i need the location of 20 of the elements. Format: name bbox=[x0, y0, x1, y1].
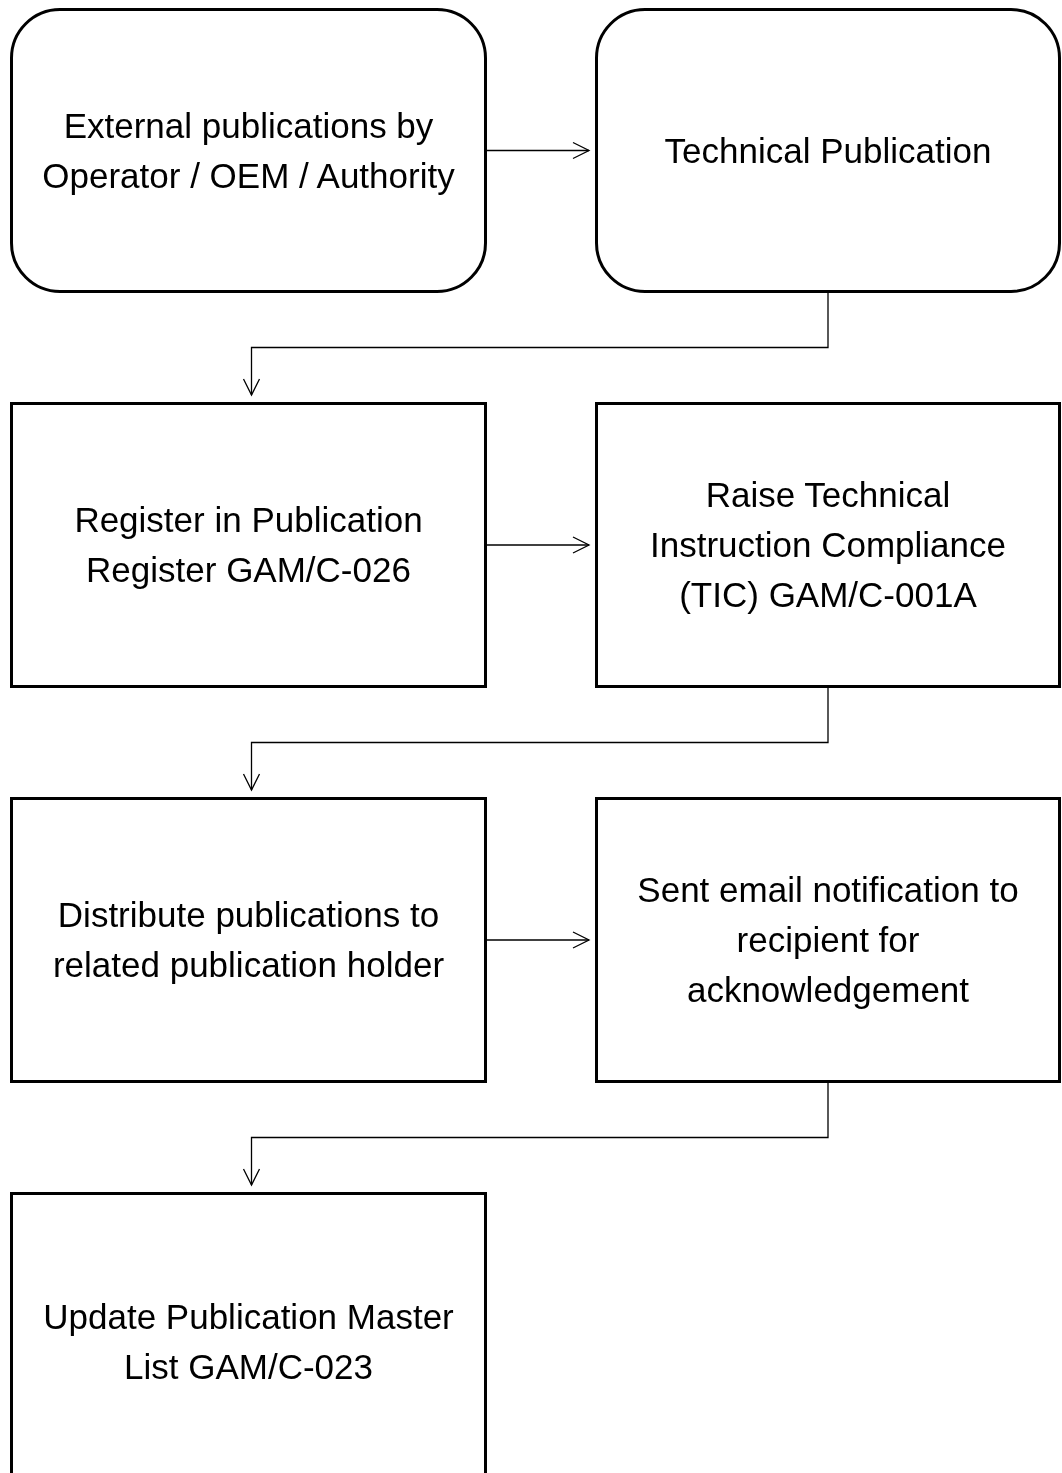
process-box bbox=[10, 797, 487, 1083]
node-label: Register in Publication Register GAM/C-026 bbox=[73, 499, 424, 591]
arrow bbox=[242, 1082, 829, 1186]
process-box bbox=[595, 797, 1061, 1083]
node-label: Raise Technical Instruction Compliance (TIC) GAM/C-001A bbox=[649, 474, 1007, 616]
node-label: Sent email notification to recipient for acknowledgement bbox=[636, 869, 1020, 1011]
arrow bbox=[242, 292, 829, 396]
arrow bbox=[486, 536, 590, 554]
arrow bbox=[486, 931, 590, 949]
arrow bbox=[242, 687, 829, 791]
process-box bbox=[10, 1192, 487, 1473]
node-label: Update Publication Master List GAM/C-023 bbox=[42, 1296, 455, 1388]
rounded-process-box bbox=[595, 8, 1061, 293]
node-label: External publications by Operator / OEM / Authority bbox=[41, 104, 456, 197]
process-box bbox=[10, 402, 487, 688]
node-label: Distribute publications to related publication holder bbox=[51, 894, 446, 986]
arrow bbox=[486, 141, 590, 160]
process-box bbox=[595, 402, 1061, 688]
rounded-process-box bbox=[10, 8, 487, 293]
node-label: Technical Publication bbox=[663, 129, 993, 172]
